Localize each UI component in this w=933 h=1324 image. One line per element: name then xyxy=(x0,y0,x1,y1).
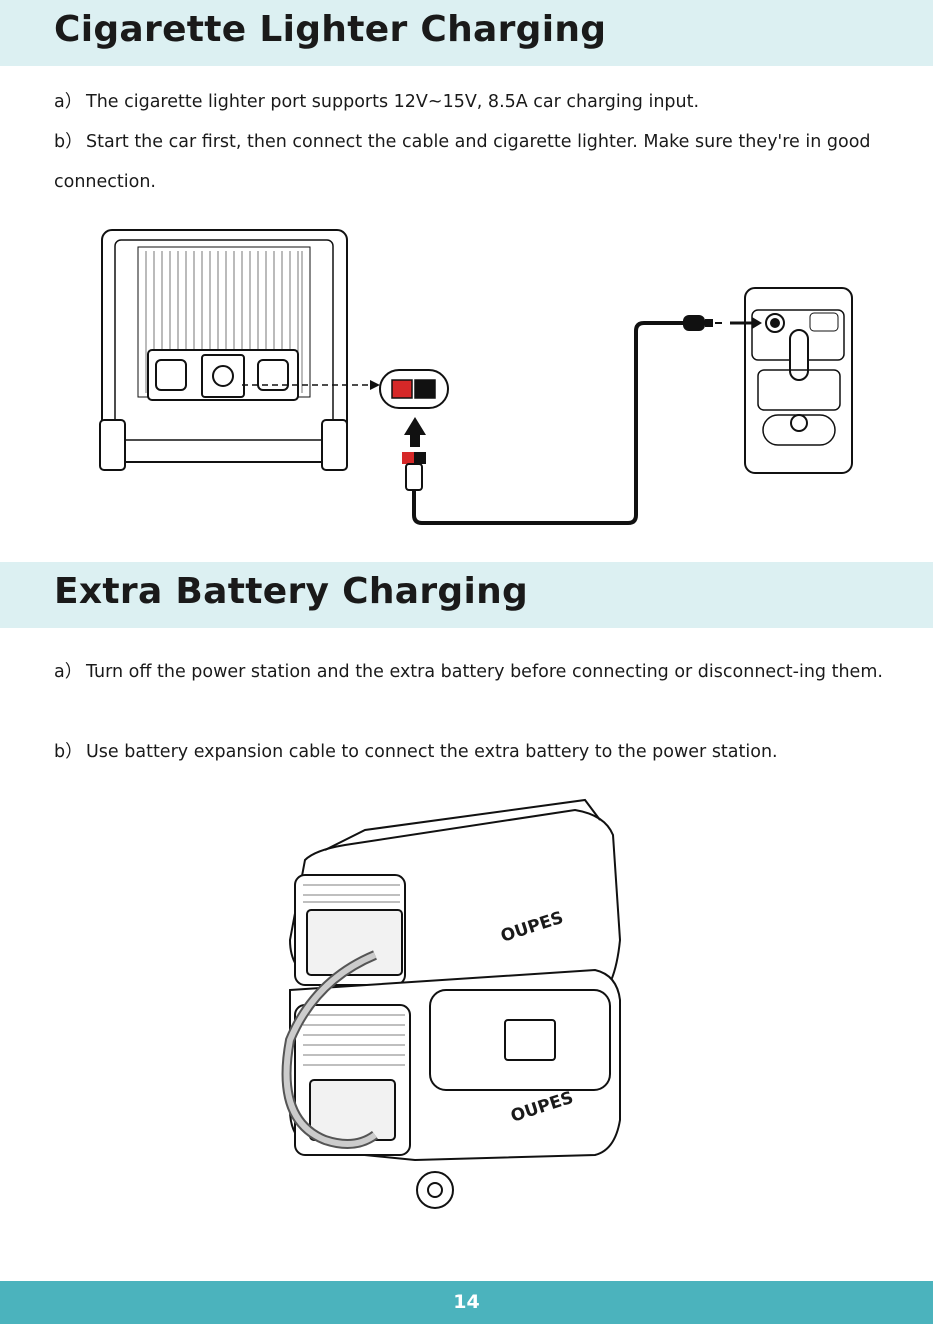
page-number: 14 xyxy=(453,1291,480,1313)
section-header-cigarette: Cigarette Lighter Charging xyxy=(0,0,933,66)
section-title: Extra Battery Charging xyxy=(54,571,529,612)
list-marker: a） xyxy=(54,662,83,682)
instruction-a: a）Turn off the power station and the ext… xyxy=(54,652,904,692)
instruction-text: Turn off the power station and the extra… xyxy=(86,662,883,682)
section-title: Cigarette Lighter Charging xyxy=(54,9,607,50)
instruction-b: b）Start the car first, then connect the … xyxy=(54,122,904,202)
instruction-text: The cigarette lighter port supports 12V~… xyxy=(86,92,700,112)
instruction-b: b）Use battery expansion cable to connect… xyxy=(54,732,904,772)
charging-cable xyxy=(412,321,685,525)
anderson-connector-icon xyxy=(402,452,426,491)
car-plug-icon xyxy=(683,315,722,331)
instruction-text: Use battery expansion cable to connect t… xyxy=(86,742,778,762)
instruction-text: Start the car first, then connect the ca… xyxy=(54,132,871,192)
page-footer: 14 xyxy=(0,1281,933,1324)
list-marker: b） xyxy=(54,132,83,152)
car-console-illustration xyxy=(744,287,853,474)
section-header-extra-battery: Extra Battery Charging xyxy=(0,562,933,628)
instruction-a: a）The cigarette lighter port supports 12… xyxy=(54,82,904,122)
list-marker: a） xyxy=(54,92,83,112)
port-badge-icon xyxy=(379,369,449,409)
extra-battery-illustration: OUPES OUPES xyxy=(281,798,622,1209)
list-marker: b） xyxy=(54,742,83,762)
up-arrow-icon xyxy=(404,417,426,447)
power-station-side-view xyxy=(99,229,348,471)
cigarette-charging-illustration xyxy=(99,229,853,525)
